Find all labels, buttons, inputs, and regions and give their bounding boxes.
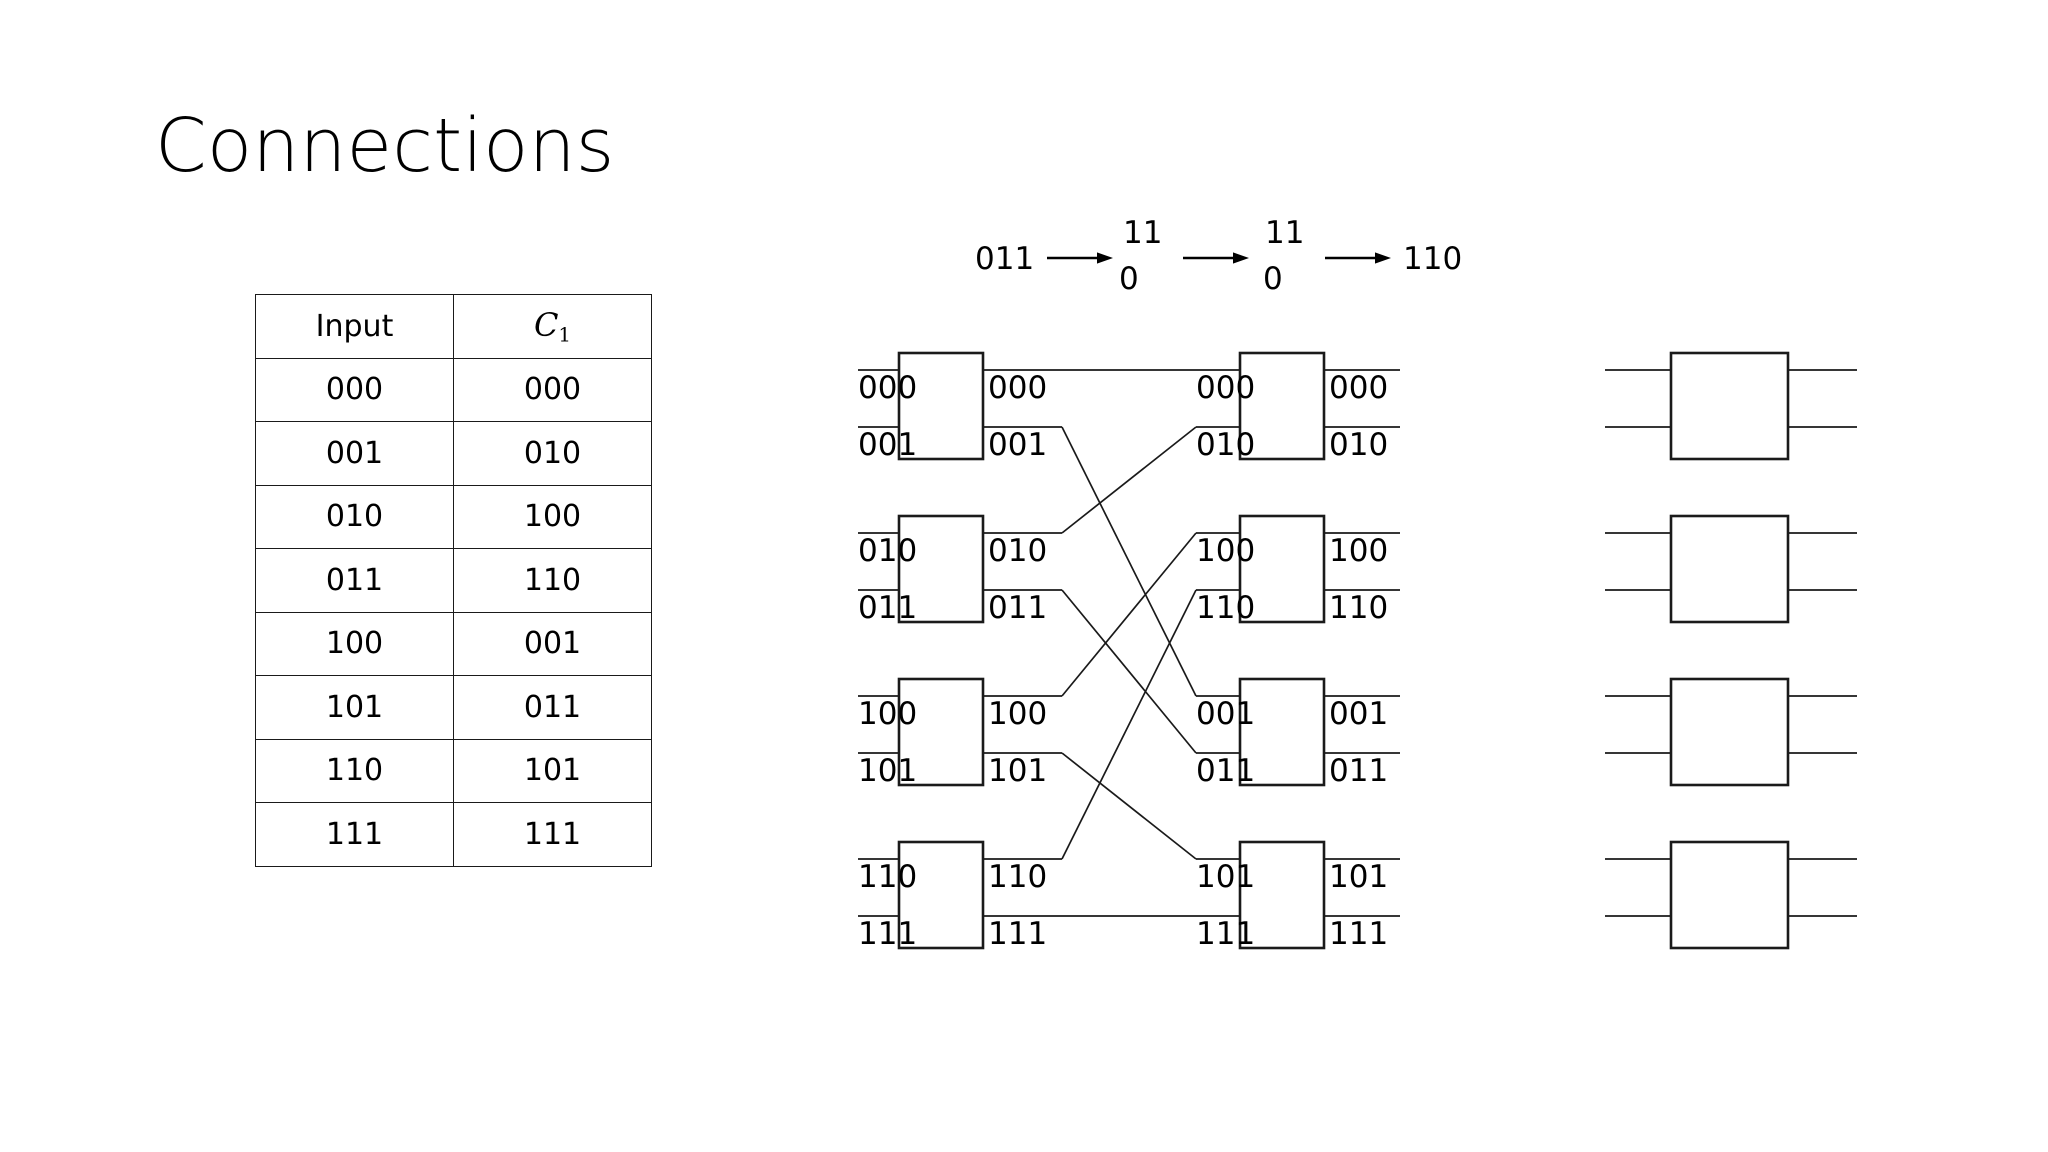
wire-label-stage2-out: 011 (1329, 753, 1389, 789)
wire-label-stage2-out: 101 (1329, 859, 1389, 895)
sequence-end-value: 110 (1403, 241, 1463, 277)
wire-label-stage1-out: 010 (988, 533, 1048, 569)
wire-label-stage2-out: 100 (1329, 533, 1389, 569)
cell-c1: 011 (453, 675, 652, 740)
wire-label-stage2-in: 111 (1196, 916, 1256, 952)
sequence-stage2-bottom: 0 (1263, 261, 1283, 297)
cell-c1: 001 (453, 611, 652, 676)
wire-label-stage1-in: 010 (858, 533, 918, 569)
wire-label-stage2-out: 111 (1329, 916, 1389, 952)
wire-label-stage1-out: 000 (988, 370, 1048, 406)
c1-symbol: C (533, 305, 559, 344)
wire-label-stage1-in: 100 (858, 696, 918, 732)
wire-label-stage1-out: 001 (988, 427, 1048, 463)
cell-c1: 101 (453, 738, 652, 803)
cell-c1: 110 (453, 548, 652, 613)
c1-subscript: 1 (558, 323, 572, 347)
arrow-right-icon (1325, 252, 1391, 264)
cell-input: 100 (255, 611, 454, 676)
wire-label-stage2-in: 000 (1196, 370, 1256, 406)
wire-label-stage1-in: 110 (858, 859, 918, 895)
wire-label-stage1-in: 011 (858, 590, 918, 626)
arrow-sequence: 011 11 0 11 0 110 (975, 206, 1495, 302)
wire-label-stage2-in: 101 (1196, 859, 1256, 895)
column-header-input: Input (255, 294, 454, 359)
wire-label-stage1-out: 111 (988, 916, 1048, 952)
cell-c1: 010 (453, 421, 652, 486)
arrow-right-icon (1183, 252, 1249, 264)
arrow-right-icon (1047, 252, 1113, 264)
wire-label-stage1-out: 011 (988, 590, 1048, 626)
wire-label-stage1-in: 000 (858, 370, 918, 406)
wire-label-stage2-in: 100 (1196, 533, 1256, 569)
wire-label-stage1-in: 101 (858, 753, 918, 789)
wire-label-stage2-out: 000 (1329, 370, 1389, 406)
wire-label-stage2-in: 010 (1196, 427, 1256, 463)
wire-label-stage2-out: 010 (1329, 427, 1389, 463)
cell-c1: 111 (453, 802, 652, 867)
cell-c1: 000 (453, 357, 652, 422)
wire-label-stage1-in: 111 (858, 916, 918, 952)
wire-label-stage2-in: 011 (1196, 753, 1256, 789)
wire-label-stage2-in: 001 (1196, 696, 1256, 732)
sequence-stage1-bottom: 0 (1119, 261, 1139, 297)
wire-label-stage1-out: 100 (988, 696, 1048, 732)
wire-label-stage1-out: 101 (988, 753, 1048, 789)
wire-label-stage1-out: 110 (988, 859, 1048, 895)
page-title: Connections (155, 103, 615, 189)
cell-input: 101 (255, 675, 454, 740)
sequence-start-value: 011 (975, 241, 1035, 277)
sequence-stage2-top: 11 (1265, 215, 1305, 251)
wire-label-stage2-out: 110 (1329, 590, 1389, 626)
cell-input: 001 (255, 421, 454, 486)
wire-label-stage2-in: 110 (1196, 590, 1256, 626)
sequence-stage1-top: 11 (1123, 215, 1163, 251)
wire-label-stage1-in: 001 (858, 427, 918, 463)
wire-label-stage2-out: 001 (1329, 696, 1389, 732)
cell-c1: 100 (453, 484, 652, 549)
cell-input: 111 (255, 802, 454, 867)
